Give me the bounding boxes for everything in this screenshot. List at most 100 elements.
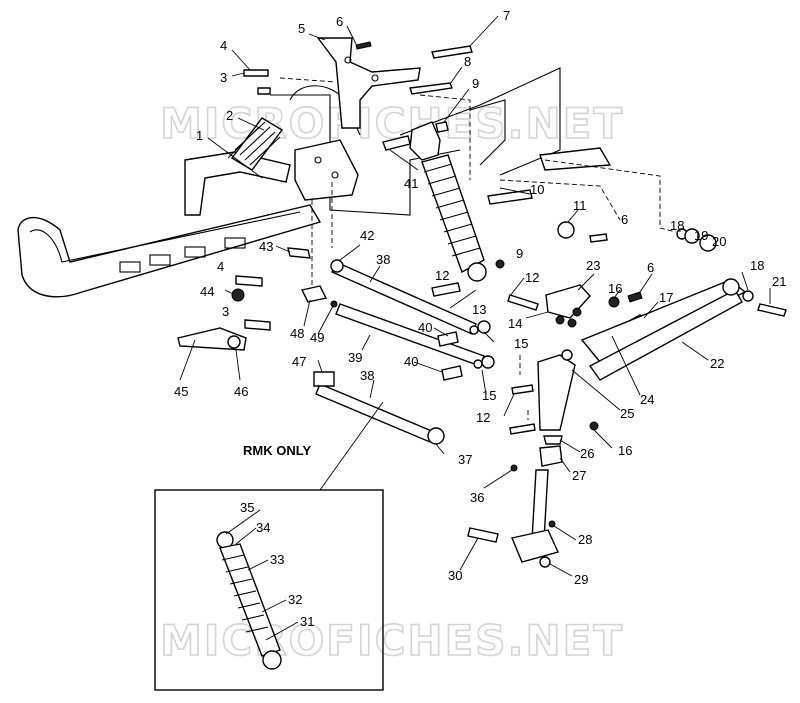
pin-6-mid <box>589 233 608 243</box>
main-shock <box>409 121 487 282</box>
callout-11: 11 <box>573 198 587 213</box>
bolt-12-lower-b <box>509 423 536 435</box>
spindle-bracket-25 <box>537 354 576 431</box>
callout-37: 37 <box>458 452 472 467</box>
lead-15a <box>483 331 495 343</box>
callout-12: 12 <box>525 270 539 285</box>
lead-14 <box>525 311 549 319</box>
leader-lines <box>179 15 771 641</box>
callout-41: 41 <box>404 176 418 191</box>
frame-tube-2 <box>399 67 561 176</box>
inset-shock-coils <box>221 554 269 633</box>
lead-24 <box>611 335 641 396</box>
lead-39 <box>361 334 371 351</box>
lead-1 <box>207 137 263 179</box>
lead-32 <box>261 599 287 613</box>
lead-44 <box>224 289 234 295</box>
callout-4: 4 <box>217 259 224 274</box>
lead-5 <box>308 33 326 41</box>
a-arm-pivot <box>722 278 740 296</box>
lead-6c <box>639 273 653 293</box>
bracket-hole-2 <box>371 74 379 82</box>
callout-47: 47 <box>292 354 306 369</box>
callout-4: 4 <box>220 38 227 53</box>
callout-40: 40 <box>418 320 432 335</box>
bushing-47 <box>313 371 335 387</box>
bolt-12-mid <box>507 294 539 311</box>
fitting-36 <box>510 464 518 472</box>
ski-rail <box>29 211 301 263</box>
fitting-28 <box>548 520 556 528</box>
lead-27 <box>559 457 571 473</box>
callout-9: 9 <box>472 76 479 91</box>
guide-4 <box>544 159 677 233</box>
lead-10 <box>499 187 531 195</box>
ski-slot-2 <box>149 254 171 266</box>
callout-38: 38 <box>360 368 374 383</box>
bolt-43 <box>287 247 311 259</box>
callout-18: 18 <box>670 218 684 233</box>
guide-6 <box>519 355 529 420</box>
nut-14a <box>555 315 565 325</box>
a-arm-lower-beam <box>588 289 743 381</box>
callout-18: 18 <box>750 258 764 273</box>
nut-44 <box>231 288 245 302</box>
lead-38b <box>369 379 375 399</box>
spacer-3-top <box>257 87 271 95</box>
lead-30 <box>459 537 479 571</box>
lead-12c <box>503 393 515 417</box>
bolt-8 <box>409 82 453 95</box>
lead-48 <box>303 299 311 327</box>
bolt-7 <box>431 45 473 59</box>
callout-44: 44 <box>200 284 214 299</box>
left-shock-coils <box>227 121 281 166</box>
frame-tube-3 <box>469 99 506 166</box>
ski <box>17 204 322 298</box>
callout-25: 25 <box>620 406 634 421</box>
bracket-hole-1 <box>344 56 352 64</box>
spacer-4-low <box>235 275 263 287</box>
lead-34 <box>235 527 257 545</box>
callout-23: 23 <box>586 258 600 273</box>
spacer-4-top <box>243 69 269 77</box>
spacer-3-low <box>244 319 271 331</box>
callout-15: 15 <box>482 388 496 403</box>
rod-38-upper <box>331 261 477 335</box>
rod-nut-15a <box>469 325 479 335</box>
callout-15: 15 <box>514 336 528 351</box>
rod-end-37 <box>427 427 445 445</box>
callout-33: 33 <box>270 552 284 567</box>
callout-13: 13 <box>472 302 486 317</box>
washer-26 <box>543 435 563 445</box>
washer-40a <box>437 331 459 347</box>
mount-plate-hole-2 <box>331 171 339 179</box>
lead-17 <box>643 301 659 319</box>
main-shock-bottom-eye <box>467 262 487 282</box>
main-shock-top-eye <box>409 121 441 161</box>
pin-30 <box>467 527 499 543</box>
lead-25 <box>571 369 621 411</box>
lead-46 <box>235 349 241 381</box>
callout-19: 19 <box>694 228 708 243</box>
ski-slot-3 <box>184 246 206 258</box>
lead-47 <box>317 359 323 373</box>
spindle-cap-24 <box>561 349 573 361</box>
callout-40: 40 <box>404 354 418 369</box>
spindle-foot-eye <box>539 556 551 568</box>
lead-15b <box>481 369 487 395</box>
pin-6-top <box>355 41 372 50</box>
callout-32: 32 <box>288 592 302 607</box>
callout-42: 42 <box>360 228 374 243</box>
ski-frame <box>17 67 612 298</box>
callout-49: 49 <box>310 330 324 345</box>
callout-12: 12 <box>435 268 449 283</box>
bushing-27 <box>539 445 563 467</box>
rmk-only-label: RMK ONLY <box>243 443 311 458</box>
callout-30: 30 <box>448 568 462 583</box>
lead-6a <box>346 25 357 45</box>
lead-40b <box>413 361 443 373</box>
callout-8: 8 <box>464 54 471 69</box>
mount-plate <box>294 139 359 201</box>
